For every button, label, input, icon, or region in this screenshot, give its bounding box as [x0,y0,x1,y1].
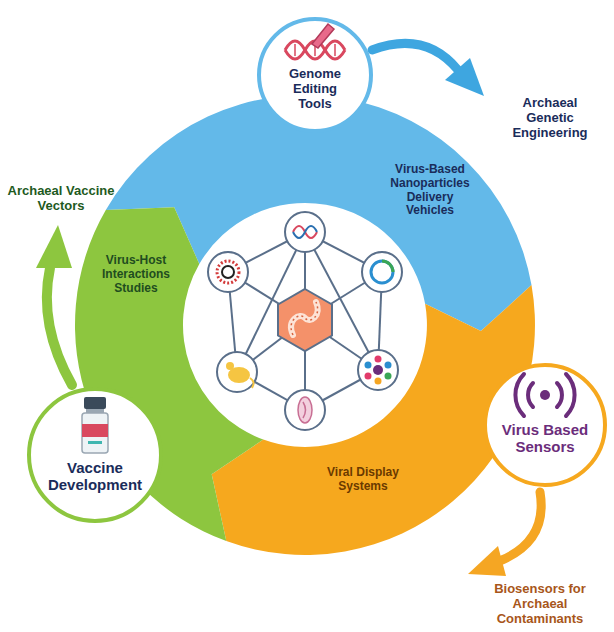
network-circles [285,390,325,430]
outer-arrows [36,225,72,268]
node-title: Genome Editing Tools [277,67,353,112]
outer-arrows [372,43,458,70]
vial-icon [82,424,108,437]
center-hexagon [291,302,318,335]
capsid-icon [365,373,372,380]
segment-label: Virus-Based Nanoparticles Delivery Vehic… [382,163,478,218]
circle-shape [29,389,161,521]
capsid-icon [373,365,383,375]
capsid-icon [365,362,372,369]
virus-icon [217,261,239,283]
outcome-label: Archaeal Vaccine Vectors [6,184,116,214]
segment-label: Virus-Host Interactions Studies [92,254,180,295]
genome-icon [285,24,345,59]
outer-arrows [502,492,541,560]
node-title: Vaccine Development [35,459,155,494]
center-hexagon [291,302,318,335]
outcome-label: Archaeal Genetic Engineering [500,96,600,141]
network-circles [358,350,398,390]
plasmid-icon [382,261,393,272]
center-hexagon [278,289,332,351]
circle-outline [27,387,163,523]
circle-node: Virus Based Sensors [483,363,607,487]
segment-label: Viral Display Systems [318,466,408,494]
capsid-icon [375,356,382,363]
network-circles [362,252,402,292]
vial-icon [88,441,102,444]
signal-icon [540,390,550,400]
circle-shape [485,365,605,485]
signal-icon [515,374,574,416]
vial-icon [86,409,104,413]
signal-icon [528,383,533,407]
circle-shape [259,19,371,131]
cell-icon [298,397,312,423]
capsid-icon [385,373,392,380]
genome-icon [285,41,345,59]
vial-icon [82,397,108,453]
capsid-icon [385,362,392,369]
genome-icon [285,41,345,59]
genome-icon [314,44,316,56]
mouse-icon [226,362,234,370]
signal-icon [566,374,575,416]
cell-icon [303,402,306,418]
outer-arrows [445,58,484,96]
mouse-icon [226,362,254,388]
dna-icon [293,226,317,238]
dna-icon [293,226,317,238]
network-circles [285,212,325,252]
outer-arrows [47,268,72,385]
network-circles [208,252,248,292]
inner-circle [185,205,425,445]
outer-arrows [468,546,506,576]
node-title: Virus Based Sensors [495,421,595,456]
outcome-label: Biosensors for Archaeal Contaminants [482,582,598,627]
plasmid-icon [371,261,393,283]
genome-icon [294,44,296,56]
circle-node: Genome Editing Tools [257,17,373,133]
genome-icon [312,24,334,48]
virus-icon [217,261,239,283]
vial-icon [84,397,106,409]
cell-icon [298,397,312,423]
signal-icon [557,383,562,407]
virus-icon [222,266,234,278]
capsid-icon [365,356,392,385]
network-circles [208,212,402,430]
mouse-icon [250,378,254,388]
circle-node: Vaccine Development [27,387,163,523]
center-hexagon [278,289,332,351]
vial-icon [82,413,108,453]
network-circles [217,352,257,392]
capsid-icon [375,378,382,385]
plasmid-icon [371,261,393,283]
genome-icon [334,44,336,56]
signal-icon [515,374,524,416]
dna-icon [293,226,317,238]
